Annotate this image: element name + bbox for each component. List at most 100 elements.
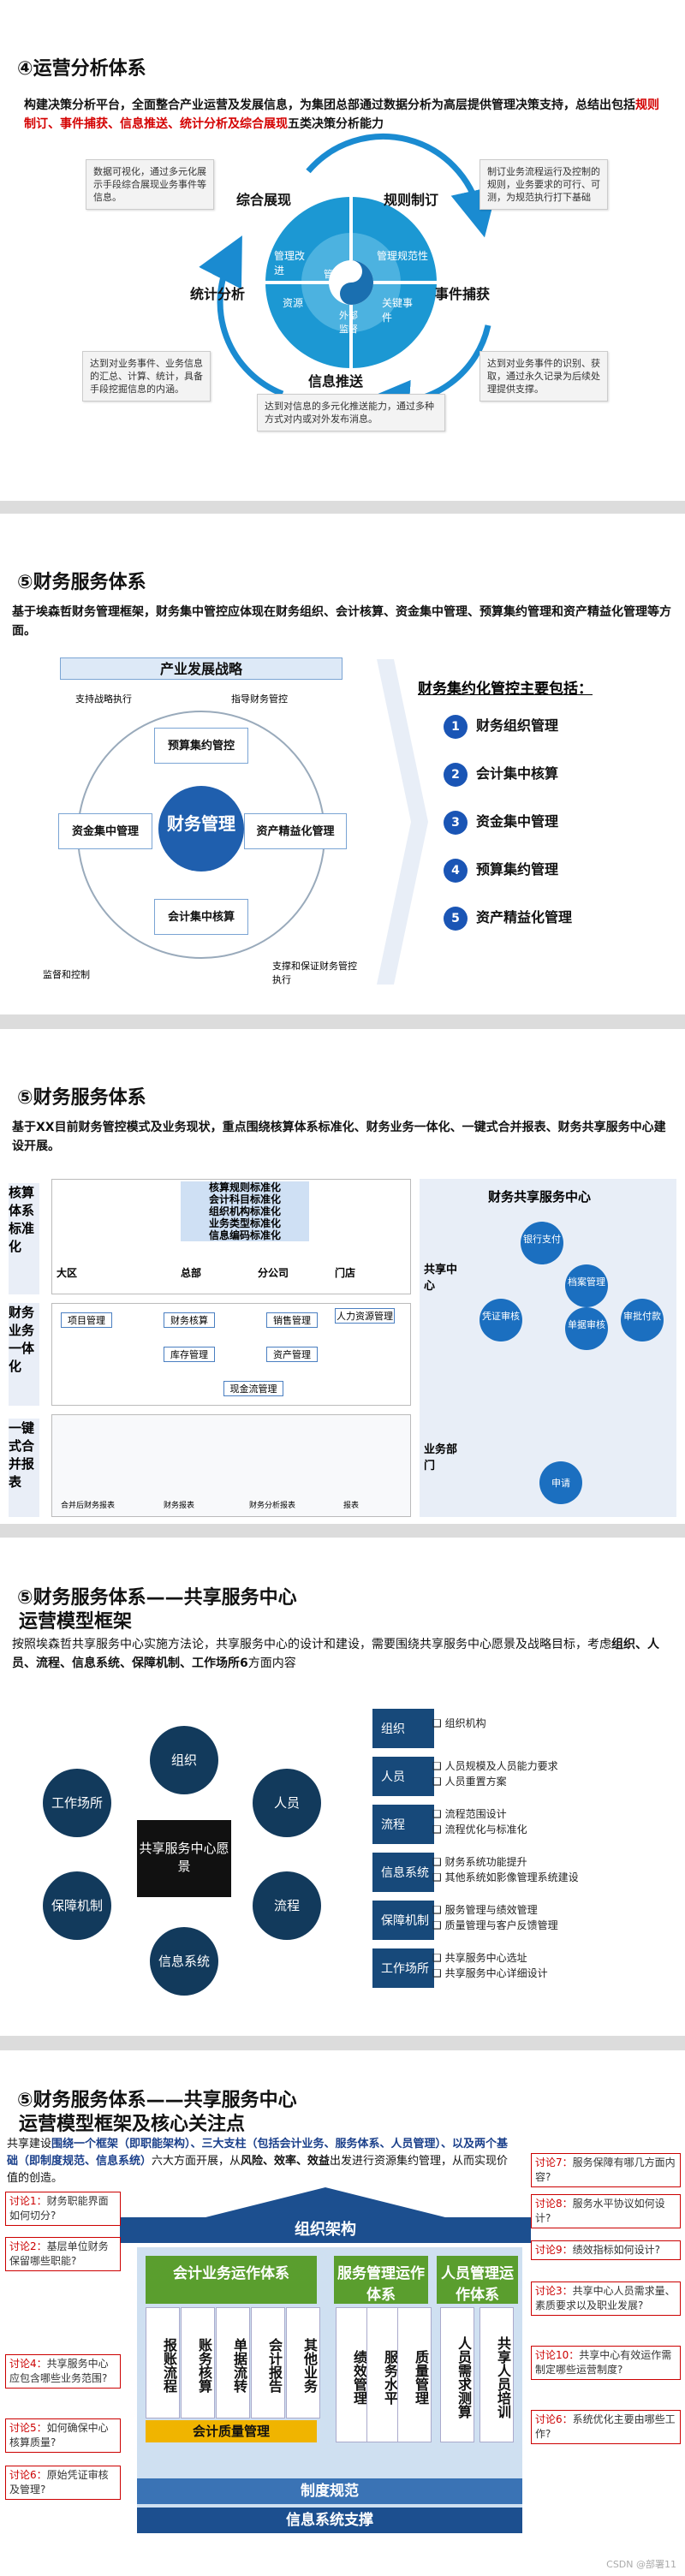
acc-quality: 会计质量管理	[146, 2420, 317, 2442]
decision-cycle-diagram	[199, 133, 498, 428]
flow-box: 库存管理	[164, 1347, 215, 1362]
std-col: 大区	[57, 1267, 78, 1279]
monitor-label: 监督和控制	[43, 969, 90, 980]
ssc-node: 银行支付	[521, 1222, 563, 1264]
ssc-node: 凭证审核	[480, 1299, 522, 1342]
accounting-box: 会计集中核算	[154, 899, 248, 935]
guide-label: 指导财务管控	[231, 693, 288, 705]
inner-improve: 管理改进	[274, 250, 306, 277]
flow-box: 资产管理	[266, 1347, 318, 1362]
node-people: 人员	[253, 1769, 321, 1837]
slide-intro: 按照埃森哲共享服务中心实施方法论，共享服务中心的设计和建设，需要围绕共享服务中心…	[12, 1638, 659, 1670]
flow-box: 销售管理	[266, 1312, 318, 1328]
inner-manage: 管理	[324, 269, 342, 280]
slide-intro: 基于埃森哲财务管理框架，财务集中管控应体现在财务组织、会计核算、资金集中管理、预…	[12, 605, 671, 638]
slide-finance-service-2: ⑤财务服务体系 基于XX目前财务管控模式及业务现状，重点围绕核算体系标准化、财务…	[0, 1029, 685, 1524]
ssc-node: 申请	[539, 1461, 582, 1504]
ssc-node: 审批付款	[621, 1299, 664, 1342]
vision-center: 共享服务中心愿景	[137, 1820, 231, 1897]
chevron-arrow	[377, 659, 428, 985]
asset-box: 资产精益化管理	[244, 813, 347, 849]
slide-finance-service-1: ⑤财务服务体系 基于埃森哲财务管理框架，财务集中管控应体现在财务组织、会计核算、…	[0, 514, 685, 1014]
note-events: 达到对业务事件的识别、获取，通过永久记录为后续处理提供支撑。	[480, 351, 608, 402]
intro-highlight: 规则制订、事件捕获、信息推送、统计分析及综合展现	[24, 98, 659, 131]
col-acc: 其他业务	[286, 2307, 320, 2418]
std-rows: 核算规则标准化会计科目标准化组织机构标准化业务类型标准化信息编码标准化	[181, 1181, 309, 1241]
label-rules: 规则制订	[384, 192, 439, 208]
row-text: ❑ 组织机构	[432, 1717, 486, 1729]
left-label-report: 一键式合并报表	[9, 1419, 39, 1517]
inner-supervise: 外部监督	[339, 310, 358, 335]
base-rules: 制度规范	[137, 2478, 522, 2504]
left-label-std: 核算体系标准化	[9, 1183, 39, 1294]
base-system: 信息系统支撑	[137, 2508, 522, 2533]
left-label-integration: 财务业务一体化	[9, 1303, 39, 1406]
label-display: 综合展现	[236, 192, 292, 208]
row-label: 信息系统	[372, 1853, 434, 1892]
slide-intro: 共享建设围绕一个框架（即职能架构）、三大支柱（包括会计业务、服务体系、人员管理）…	[7, 2138, 509, 2185]
node-process: 流程	[253, 1871, 321, 1940]
slide-ssc-focus: ⑤财务服务体系——共享服务中心 运营模型框架及核心关注点 共享建设围绕一个框架（…	[0, 2050, 685, 2576]
ssc-title: 财务共享服务中心	[488, 1189, 592, 1205]
node-guarantee: 保障机制	[43, 1871, 111, 1940]
std-panel: 核算规则标准化会计科目标准化组织机构标准化业务类型标准化信息编码标准化 大区 总…	[51, 1179, 411, 1294]
slide-title: ⑤财务服务体系	[17, 572, 146, 593]
col-hr: 共享人员培训	[480, 2307, 514, 2442]
note-stats: 达到对业务事件、业务信息的汇总、计算、统计，具备手段挖掘信息的内涵。	[82, 351, 211, 402]
std-col: 分公司	[258, 1267, 289, 1279]
label-events: 事件捕获	[435, 286, 491, 302]
row-label: 工作场所	[372, 1948, 434, 1988]
discussion-note: 讨论7：服务保障有哪几方面内容?	[531, 2153, 681, 2187]
slide-operations-analysis: ④运营分析体系 构建决策分析平台，全面整合产业运营及发展信息，为集团总部通过数据…	[0, 0, 685, 501]
std-col: 总部	[181, 1267, 202, 1279]
ssc-node: 档案管理	[565, 1264, 608, 1307]
discussion-note: 讨论4：共享服务中心应包含哪些业务范围?	[5, 2354, 121, 2389]
node-org: 组织	[150, 1726, 218, 1794]
slide-title: ⑤财务服务体系——共享服务中心	[17, 1587, 297, 1609]
node-system: 信息系统	[150, 1927, 218, 1996]
inner-standard: 管理规范性	[377, 250, 429, 262]
center-finance: 财务管理	[158, 786, 244, 872]
roof-label: 组织架构	[120, 2217, 531, 2243]
row-text: ❑ 人员规模及人员能力要求❑ 人员重置方案	[432, 1760, 558, 1788]
pillar-accounting: 会计业务运作体系	[146, 2256, 317, 2304]
support-exec-label: 支持战略执行	[75, 693, 132, 705]
slide-title: ⑤财务服务体系——共享服务中心	[17, 2090, 297, 2111]
discussion-note: 讨论8：服务水平协议如何设计?	[531, 2194, 681, 2228]
report-cap: 合并后财务报表	[61, 1502, 116, 1510]
fund-box: 资金集中管理	[58, 813, 152, 849]
row-text: ❑ 共享服务中心选址❑ 共享服务中心详细设计	[432, 1952, 548, 1979]
support-label: 支撑和保证财务管控执行	[272, 961, 357, 985]
report-panel: 合并后财务报表 财务报表 财务分析报表 报表	[51, 1414, 411, 1517]
discussion-note: 讨论1：财务职能界面如何切分?	[5, 2192, 121, 2226]
pillar-service: 服务管理运作体系	[334, 2256, 428, 2304]
list-title: 财务集约化管控主要包括：	[418, 681, 593, 698]
inner-resource: 资源	[283, 297, 304, 309]
inner-key-event: 关键事件	[382, 297, 414, 324]
report-cap: 报表	[343, 1502, 360, 1510]
note-rules: 制订业务流程运行及控制的规则，业务要求的可行、可测，为规范执行打下基础	[480, 159, 608, 210]
budget-box: 预算集约管控	[154, 728, 248, 764]
intro-end: 五类决策分析能力	[288, 117, 384, 131]
row-text: ❑ 流程范围设计❑ 流程优化与标准化	[432, 1808, 527, 1835]
report-cap: 财务分析报表	[249, 1502, 296, 1510]
row-text: ❑ 服务管理与绩效管理❑ 质量管理与客户反馈管理	[432, 1904, 558, 1931]
row-text: ❑ 财务系统功能提升❑ 其他系统如影像管理系统建设	[432, 1856, 579, 1883]
ssc-panel: 财务共享服务中心 共享中心 业务部门 银行支付 档案管理 凭证审核 单据审核 审…	[420, 1179, 676, 1517]
row-label: 保障机制	[372, 1901, 434, 1940]
std-col: 门店	[335, 1267, 356, 1279]
discussion-note: 讨论6：原始凭证审核及管理?	[5, 2466, 121, 2500]
discussion-note: 讨论5：如何确保中心核算质量?	[5, 2418, 121, 2453]
col-acc: 报账流程	[146, 2307, 180, 2418]
label-stats: 统计分析	[190, 286, 246, 302]
report-cap: 财务报表	[164, 1502, 195, 1510]
ssc-left-bottom: 业务部门	[424, 1443, 458, 1472]
note-push: 达到对信息的多元化推送能力，通过多种方式对内或对外发布消息。	[257, 394, 445, 431]
col-acc: 账务核算	[181, 2307, 215, 2418]
flow-box: 项目管理	[61, 1312, 112, 1328]
discussion-note: 讨论3：共享中心人员需求量、素质要求以及职业发展?	[531, 2282, 681, 2316]
slide-intro: 基于XX目前财务管控模式及业务现状，重点围绕核算体系标准化、财务业务一体化、一键…	[12, 1121, 666, 1153]
